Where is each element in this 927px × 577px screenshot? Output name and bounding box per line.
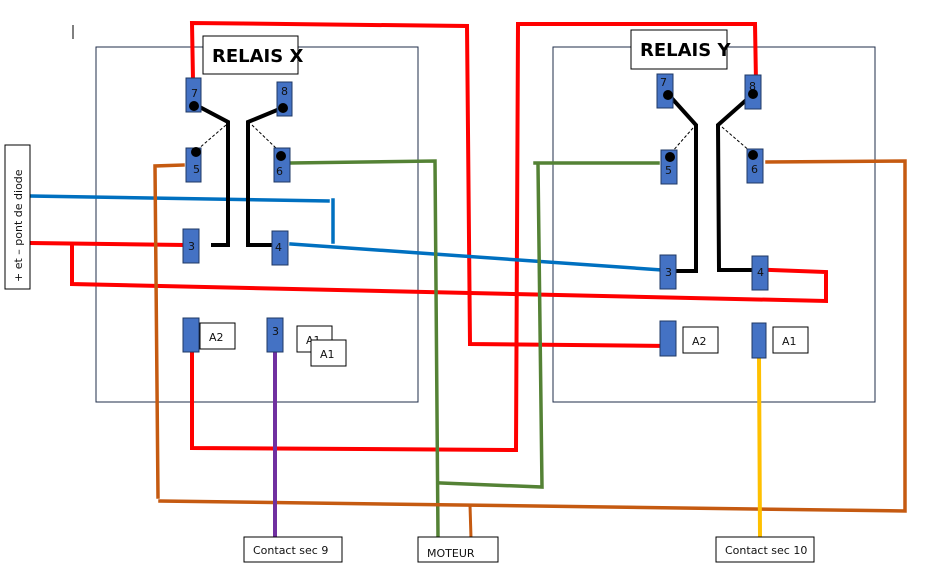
contact-dot [665, 152, 675, 162]
terminal-number: 5 [665, 164, 672, 177]
wire-orange-bottom [158, 159, 907, 513]
relay-y-switch-right [715, 92, 755, 272]
contact-sec-9-box: Contact sec 9 [243, 536, 343, 563]
relay-x-terminal-8[interactable]: 8 [276, 81, 293, 117]
contact-dot [748, 89, 758, 99]
relay-x-frame [95, 46, 419, 403]
terminal-number: 8 [749, 80, 756, 93]
wire-blue-x4-to-y3 [289, 242, 664, 272]
contact-dot [276, 151, 286, 161]
contact-dot [189, 101, 199, 111]
relay-x-title: RELAIS X [212, 46, 303, 67]
relay-y-title: RELAIS Y [640, 40, 731, 61]
contact-sec-10-box: Contact sec 10 [715, 536, 815, 563]
wire-red-diode-to-x3 [28, 240, 186, 248]
relay-y-label-a2: A2 [682, 326, 719, 354]
terminal-number: 8 [281, 85, 288, 98]
wire-orange-to-moteur [468, 503, 473, 540]
moteur-box: MOTEUR [417, 536, 499, 563]
relay-y-label-a1: A1 [772, 326, 809, 354]
relay-x-nc-dash-left [196, 124, 227, 151]
diode-bridge-label-box: + et – pont de diode [4, 144, 31, 290]
svg-text:A2: A2 [209, 331, 224, 344]
diode-bridge-label: + et – pont de diode [12, 169, 25, 282]
terminal-number: 3 [665, 266, 672, 279]
relay-y-nc-dash-right [721, 126, 752, 153]
svg-text:A1: A1 [782, 335, 797, 348]
contact-dot [191, 147, 201, 157]
relay-x-switch-right [246, 106, 283, 247]
svg-text:A2: A2 [692, 335, 707, 348]
relay-x-contacts [193, 102, 283, 247]
terminal-number: 7 [660, 76, 667, 89]
svg-text:MOTEUR: MOTEUR [427, 547, 475, 560]
relay-y-terminal-4[interactable]: 4 [751, 255, 769, 291]
relay-y-terminal-3[interactable]: 3 [659, 254, 677, 290]
relay-x-title-box: RELAIS X [202, 35, 303, 75]
relay-x-label-a2: A2 [199, 322, 236, 350]
relay-y-coil-a2-terminal[interactable] [659, 320, 677, 357]
contact-dot [748, 150, 758, 160]
relay-x-coil-a2-terminal[interactable] [182, 317, 200, 353]
relay-x-terminal-3[interactable]: 3 [182, 228, 200, 264]
terminal-number: 4 [757, 266, 764, 279]
relay-y-nc-dash-left [670, 127, 694, 154]
svg-text:A1: A1 [320, 348, 335, 361]
wire-red-x7-to-ya2 [189, 20, 671, 349]
relay-x-switch-left [193, 102, 230, 247]
contact-dot [278, 103, 288, 113]
relay-y-switch-left [666, 92, 698, 273]
relay-x-nc-dash-right [251, 124, 279, 151]
relay-x-terminal-4[interactable]: 4 [271, 230, 289, 266]
relay-y-title-box: RELAIS Y [630, 29, 731, 70]
wire-red-xa2-to-y8 [190, 22, 759, 453]
wire-red-branch-to-y4 [70, 244, 828, 304]
terminal-number: 3 [272, 325, 279, 338]
terminal-number: 6 [751, 163, 758, 176]
wire-orange-x5 [153, 163, 185, 499]
relay-y-terminal-5[interactable]: 5 [660, 149, 678, 185]
terminal-number: 5 [193, 163, 200, 176]
relay-y-terminal-6[interactable]: 6 [746, 148, 764, 184]
relay-y-terminal-8[interactable]: 8 [744, 74, 762, 110]
wire-blue-diode [29, 194, 330, 203]
svg-text:Contact sec 9: Contact sec 9 [253, 544, 328, 557]
terminal-number: 6 [276, 165, 283, 178]
terminal-number: 3 [188, 240, 195, 253]
terminal-number: 4 [275, 241, 282, 254]
svg-text:Contact sec 10: Contact sec 10 [725, 544, 807, 557]
relay-x-terminal-5[interactable]: 5 [185, 147, 202, 183]
relay-x-coil-a1-terminal[interactable]: 3 [266, 317, 284, 353]
contact-dot [663, 90, 673, 100]
relay-y-contacts [666, 92, 755, 273]
wire-yellow-contact10 [756, 354, 763, 540]
wire-green-x6-to-moteur [289, 159, 440, 539]
relay-y-terminal-7[interactable]: 7 [656, 73, 674, 109]
relay-x-terminal-6[interactable]: 6 [273, 147, 291, 183]
relay-x-label-a1-front: A1 [310, 339, 347, 367]
relay-x-terminal-7[interactable]: 7 [185, 77, 202, 113]
terminal-number: 7 [191, 87, 198, 100]
relay-y-coil-a1-terminal[interactable] [751, 322, 767, 359]
wire-green-y5-drop [438, 163, 544, 489]
